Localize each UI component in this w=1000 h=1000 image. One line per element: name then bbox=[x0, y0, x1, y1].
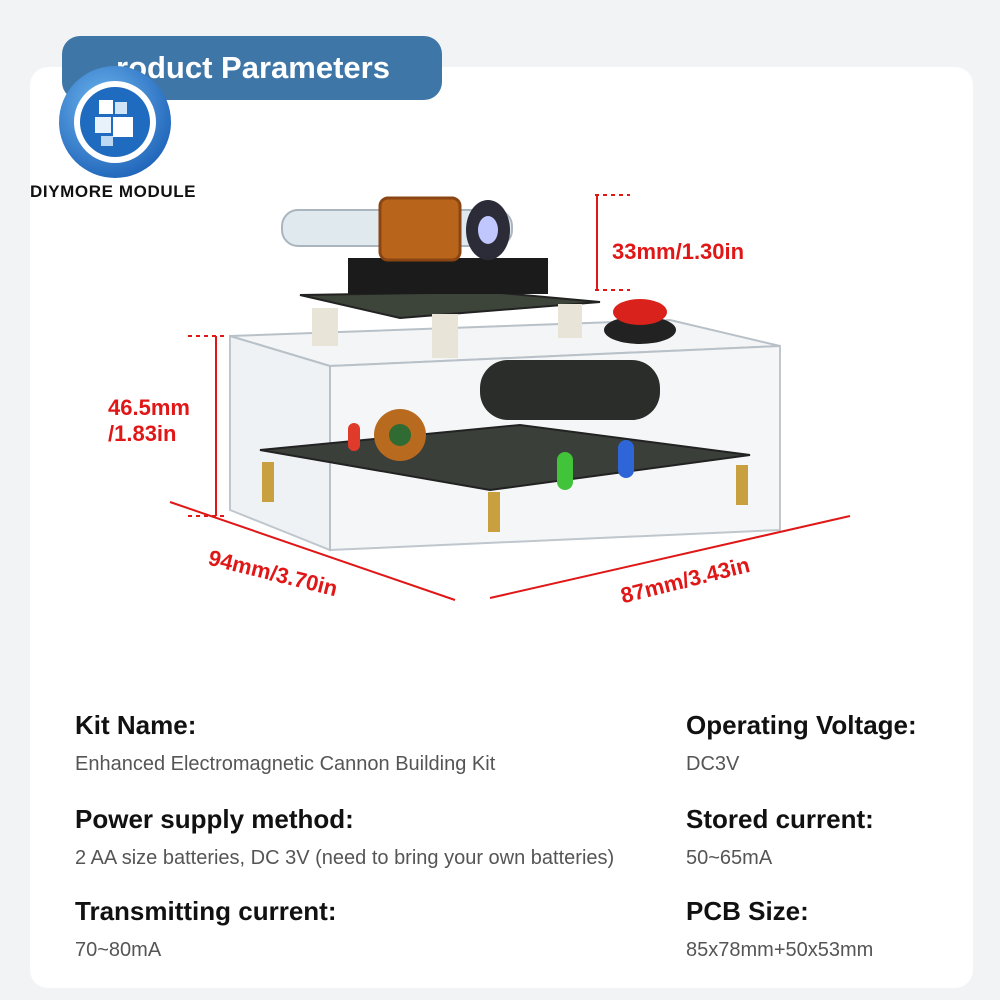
dimension-height-side-in: /1.83in bbox=[108, 421, 177, 447]
param-value: 70~80mA bbox=[75, 939, 162, 961]
param-value: 85x78mm+50x53mm bbox=[686, 939, 874, 961]
brand-name: DIYMORE MODULE bbox=[30, 182, 197, 201]
param-label: Operating Voltage: bbox=[686, 710, 917, 740]
param-label: Transmitting current: bbox=[75, 896, 337, 926]
param-label: PCB Size: bbox=[686, 896, 809, 926]
param-value: Enhanced Electromagnetic Cannon Building… bbox=[75, 753, 496, 775]
dimension-height-side: 46.5mm /1.83in bbox=[108, 395, 190, 448]
param-value: DC3V bbox=[686, 753, 740, 775]
param-label: Kit Name: bbox=[75, 710, 197, 740]
brand-logo bbox=[59, 66, 171, 178]
parameters-section: Kit Name: Enhanced Electromagnetic Canno… bbox=[75, 710, 955, 970]
dimension-height-top: 33mm/1.30in bbox=[612, 239, 745, 264]
param-kit-name: Kit Name: Enhanced Electromagnetic Canno… bbox=[75, 710, 495, 776]
product-image bbox=[169, 194, 851, 601]
dimension-height-side-mm: 46.5mm bbox=[108, 395, 190, 420]
param-stored-current: Stored current: 50~65mA bbox=[686, 804, 874, 870]
param-power-supply: Power supply method: 2 AA size batteries… bbox=[75, 804, 614, 870]
param-value: 2 AA size batteries, DC 3V (need to brin… bbox=[75, 847, 615, 869]
param-label: Stored current: bbox=[686, 804, 874, 834]
param-operating-voltage: Operating Voltage: DC3V bbox=[686, 710, 917, 776]
param-transmitting-current: Transmitting current: 70~80mA bbox=[75, 896, 336, 962]
param-pcb-size: PCB Size: 85x78mm+50x53mm bbox=[686, 896, 873, 962]
param-label: Power supply method: bbox=[75, 804, 354, 834]
param-value: 50~65mA bbox=[686, 847, 773, 869]
